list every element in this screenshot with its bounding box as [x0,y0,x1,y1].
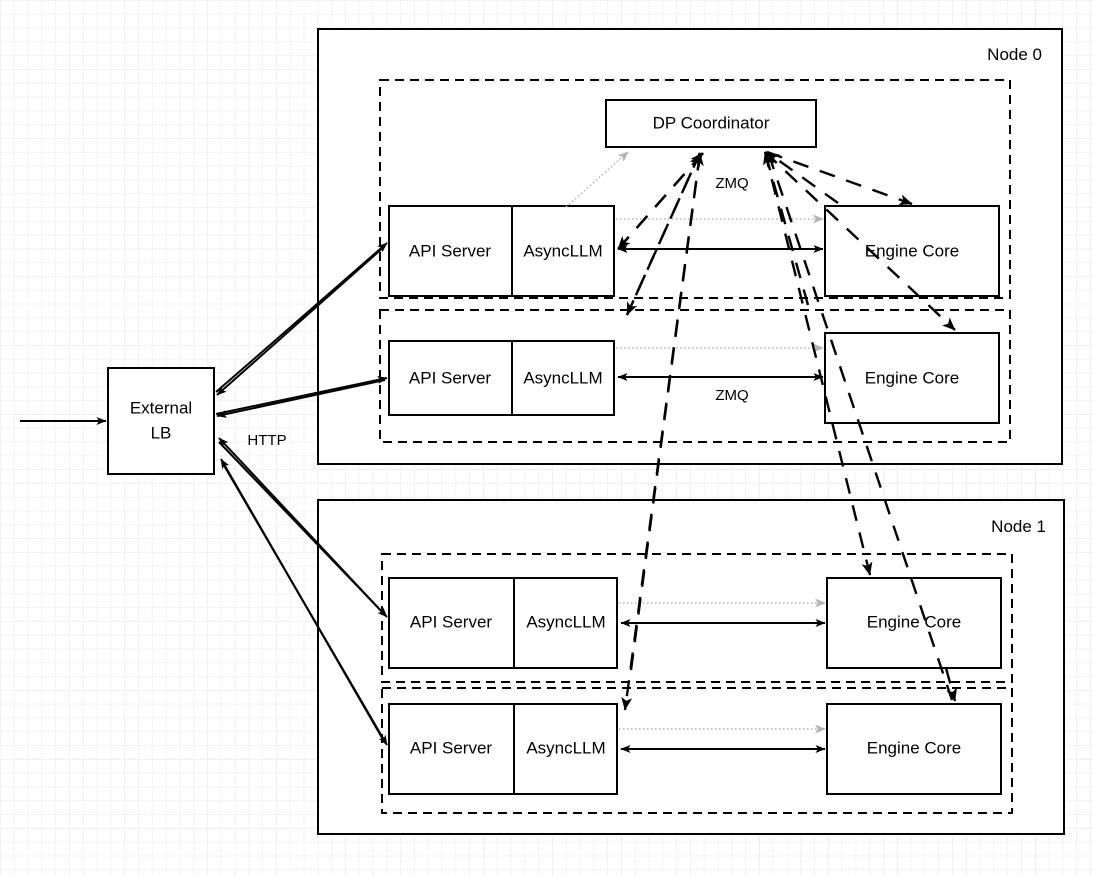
node-1-group-0-engine-core-label: Engine Core [867,612,962,631]
external-lb-label-line2: LB [151,423,172,442]
node1-group0-core-to-group1-core-dashed-arrow [944,667,958,702]
external-lb-box[interactable] [107,367,215,475]
node-1-group-0-async-llm-label: AsyncLLM [526,612,605,631]
dp-coordinator-box[interactable] [605,99,817,148]
node-0-group-1-async-llm-label: AsyncLLM [523,368,602,387]
node-1-group-0-engine-core-box[interactable] [826,577,1002,669]
node0-group1-zmq-label: ZMQ [715,387,748,404]
node-0-group-1-api-server-label: API Server [409,368,492,387]
lb-to-node0-group1-api-arrow [215,376,388,415]
node0-group0-core-to-coordinator-dashed-arrow [766,151,839,204]
external-lb-label-line1: External [130,398,192,417]
node-1-label: Node 1 [991,517,1046,536]
coordinator-to-node1-group1-asyncllm-dashed-arrow [621,152,702,711]
node-1-group-1-api-server-box[interactable] [388,703,618,795]
node-0-group-0-frame [379,79,1011,299]
node-0-group-1-frame [379,309,1011,443]
node-0-group-0-engine-core-label: Engine Core [865,241,960,260]
node-0-group-0-engine-core-box[interactable] [824,205,1000,297]
node-1-group-1-engine-core-label: Engine Core [867,738,962,757]
node0-group0-api-to-lb-arrow [216,245,386,396]
node-1-group-1-engine-core-box[interactable] [826,703,1002,795]
node0-group0-zmq-label: ZMQ [715,175,748,192]
node-1-group-0-frame [381,553,1013,683]
http-label: HTTP [247,432,286,449]
node-1-group-1-async-llm-label: AsyncLLM [526,738,605,757]
node-0-group-0-api-server-box[interactable] [388,205,615,297]
node-0-label: Node 0 [987,45,1042,64]
node1-group1-api-to-lb-arrow [220,458,386,744]
coordinator-to-node0-group0-asyncllm-dashed-arrow [617,152,704,250]
node1-core-to-coordinator-dashed-arrow [766,151,954,701]
node0-group0-asyncllm-to-coordinator-dotted-arrow [565,151,629,208]
node-1-group-1-frame [381,687,1013,814]
node1-group0-api-to-lb-arrow [218,437,386,616]
node-0-group-0-async-llm-label: AsyncLLM [523,241,602,260]
node-0-group-0-api-server-label: API Server [409,241,492,260]
lb-to-node0-group0-api-arrow [215,242,388,393]
node-1-group-0-api-server-label: API Server [410,612,493,631]
node0-group1-api-to-lb-arrow [216,379,386,418]
node-0-group-1-api-server-box[interactable] [388,340,615,416]
coordinator-to-node0-group1-core-dashed-arrow [764,151,956,331]
node-1-group-1-api-server-label: API Server [410,738,493,757]
coordinator-to-node0-group1-asyncllm-dashed-arrow [625,152,702,316]
node-1-group-0-api-server-box[interactable] [388,577,618,669]
node-0-group-1-engine-core-label: Engine Core [865,368,960,387]
dp-coordinator-label: DP Coordinator [653,113,770,132]
